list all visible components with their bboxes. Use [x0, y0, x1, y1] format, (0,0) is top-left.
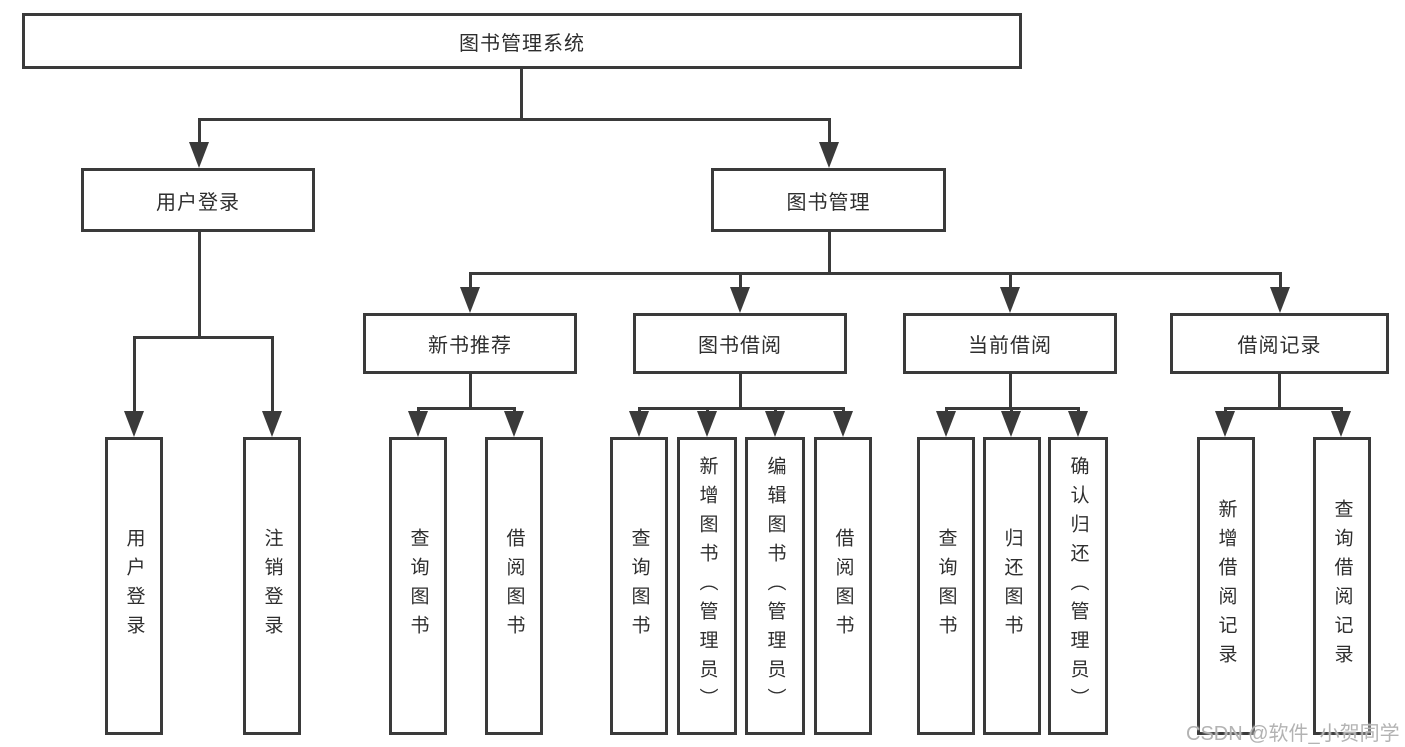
- leaf-query-books-borrow-label: 查询图书: [628, 528, 650, 644]
- leaf-user-login: 用户登录: [105, 437, 163, 735]
- leaf-query-books-current: 查询图书: [917, 437, 975, 735]
- node-borrow-record-label: 借阅记录: [1237, 335, 1322, 357]
- leaf-query-books-current-label: 查询图书: [935, 528, 957, 644]
- leaf-borrow-books-label: 借阅图书: [832, 528, 854, 644]
- leaf-edit-books-admin: 编辑图书（管理员）: [745, 437, 805, 735]
- leaf-add-borrow-record: 新增借阅记录: [1197, 437, 1255, 735]
- leaf-query-books-borrow: 查询图书: [610, 437, 668, 735]
- arrow-down-icon: [629, 411, 649, 437]
- node-root: 图书管理系统: [22, 13, 1022, 69]
- leaf-confirm-return-admin-label: 确认归还（管理员）: [1067, 455, 1089, 717]
- arrow-down-icon: [1270, 287, 1290, 313]
- arrow-down-icon: [1001, 411, 1021, 437]
- arrow-down-icon: [1000, 287, 1020, 313]
- leaf-add-books-admin-label: 新增图书（管理员）: [696, 455, 718, 717]
- node-user-login: 用户登录: [81, 168, 315, 232]
- node-current-borrow: 当前借阅: [903, 313, 1117, 374]
- leaf-query-books-recommend-label: 查询图书: [407, 528, 429, 644]
- node-borrow-record: 借阅记录: [1170, 313, 1389, 374]
- node-root-label: 图书管理系统: [459, 32, 585, 55]
- node-user-login-label: 用户登录: [156, 191, 240, 214]
- node-book-management: 图书管理: [711, 168, 946, 232]
- leaf-query-borrow-record: 查询借阅记录: [1313, 437, 1371, 735]
- arrow-down-icon: [765, 411, 785, 437]
- arrow-down-icon: [697, 411, 717, 437]
- leaf-borrow-books-recommend-label: 借阅图书: [503, 528, 525, 644]
- leaf-return-books: 归还图书: [983, 437, 1041, 735]
- leaf-borrow-books-recommend: 借阅图书: [485, 437, 543, 735]
- arrow-down-icon: [189, 142, 209, 168]
- node-new-book-recommend: 新书推荐: [363, 313, 577, 374]
- leaf-user-login-label: 用户登录: [123, 528, 145, 644]
- arrow-down-icon: [1068, 411, 1088, 437]
- leaf-query-borrow-record-label: 查询借阅记录: [1331, 499, 1353, 673]
- node-new-book-recommend-label: 新书推荐: [428, 335, 512, 357]
- watermark: CSDN @软件_小贺同学: [1186, 723, 1400, 745]
- node-book-borrow-label: 图书借阅: [698, 335, 782, 357]
- arrow-down-icon: [1331, 411, 1351, 437]
- leaf-add-books-admin: 新增图书（管理员）: [677, 437, 737, 735]
- arrow-down-icon: [819, 142, 839, 168]
- leaf-borrow-books: 借阅图书: [814, 437, 872, 735]
- arrow-down-icon: [833, 411, 853, 437]
- arrow-down-icon: [730, 287, 750, 313]
- node-current-borrow-label: 当前借阅: [968, 335, 1052, 357]
- leaf-return-books-label: 归还图书: [1001, 528, 1023, 644]
- leaf-confirm-return-admin: 确认归还（管理员）: [1048, 437, 1108, 735]
- leaf-logout-label: 注销登录: [261, 528, 283, 644]
- leaf-logout: 注销登录: [243, 437, 301, 735]
- arrow-down-icon: [408, 411, 428, 437]
- arrow-down-icon: [460, 287, 480, 313]
- node-book-borrow: 图书借阅: [633, 313, 847, 374]
- leaf-edit-books-admin-label: 编辑图书（管理员）: [764, 455, 786, 717]
- arrow-down-icon: [262, 411, 282, 437]
- leaf-query-books-recommend: 查询图书: [389, 437, 447, 735]
- node-book-management-label: 图书管理: [786, 191, 871, 214]
- leaf-add-borrow-record-label: 新增借阅记录: [1215, 499, 1237, 673]
- arrow-down-icon: [936, 411, 956, 437]
- arrow-down-icon: [124, 411, 144, 437]
- arrow-down-icon: [1215, 411, 1235, 437]
- arrow-down-icon: [504, 411, 524, 437]
